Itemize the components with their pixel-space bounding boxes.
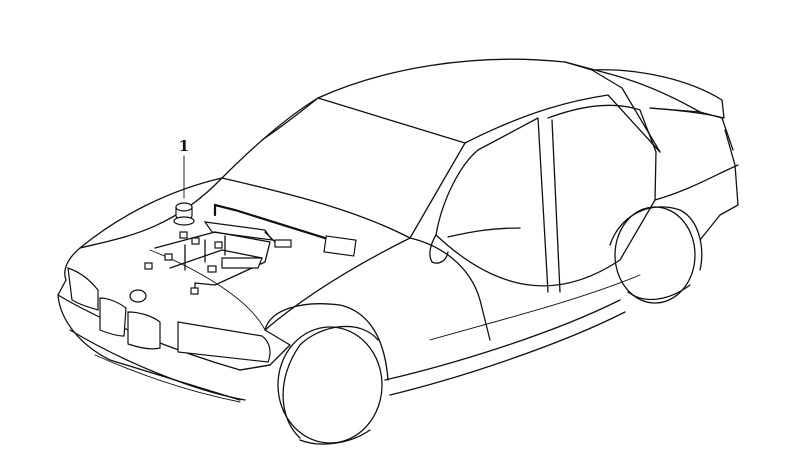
- callout-1-part: [173, 155, 195, 226]
- callout-number-1: 1: [179, 137, 189, 155]
- car-body: [57, 58, 739, 445]
- engine-wiring-harness: [144, 203, 357, 295]
